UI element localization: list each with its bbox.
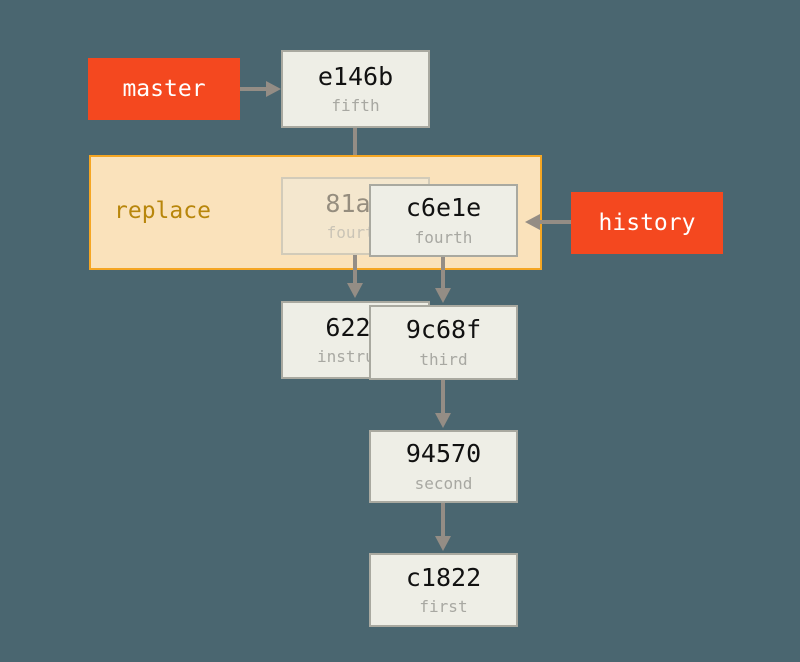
commit-message-c1822: first (419, 597, 468, 617)
edge-c6e1e-to-9c68f (441, 257, 445, 290)
edge-9c68f-to-94570 (441, 380, 445, 415)
commit-message-e146b: fifth (331, 96, 380, 116)
edge-81a7-to-622e-arrowhead (347, 283, 363, 298)
edge-master-to-e146b-arrowhead (266, 81, 281, 97)
commit-message-94570: second (414, 473, 473, 493)
ref-label-history[interactable]: history (571, 192, 723, 254)
commit-sha-e146b: e146b (317, 61, 394, 91)
commit-sha-94570: 94570 (405, 439, 482, 469)
edge-history-to-c6e1e-arrowhead (525, 214, 540, 230)
edge-c6e1e-to-9c68f-arrowhead (435, 288, 451, 303)
edge-master-to-e146b (240, 87, 268, 91)
commit-sha-c1822: c1822 (405, 562, 482, 592)
commit-sha-9c68f: 9c68f (405, 315, 482, 345)
edge-94570-to-c1822-arrowhead (435, 536, 451, 551)
ref-label-master[interactable]: master (88, 58, 240, 120)
commit-node-e146b[interactable]: e146b fifth (281, 50, 430, 128)
commit-sha-c6e1e: c6e1e (405, 193, 482, 223)
ref-label-history-text: history (598, 210, 696, 236)
ref-label-master-text: master (122, 76, 206, 102)
commit-message-c6e1e: fourth (414, 227, 473, 247)
commit-node-c1822[interactable]: c1822 first (369, 553, 518, 627)
commit-message-9c68f: third (419, 349, 468, 369)
edge-94570-to-c1822 (441, 503, 445, 538)
commit-node-9c68f[interactable]: 9c68f third (369, 305, 518, 380)
edge-9c68f-to-94570-arrowhead (435, 413, 451, 428)
commit-node-94570[interactable]: 94570 second (369, 430, 518, 503)
edge-history-to-c6e1e (540, 220, 572, 224)
edge-e146b-to-81a7 (353, 128, 357, 177)
replace-group-label: replace (114, 198, 211, 224)
commit-node-c6e1e[interactable]: c6e1e fourth (369, 184, 518, 257)
edge-81a7-to-622e (353, 255, 357, 285)
